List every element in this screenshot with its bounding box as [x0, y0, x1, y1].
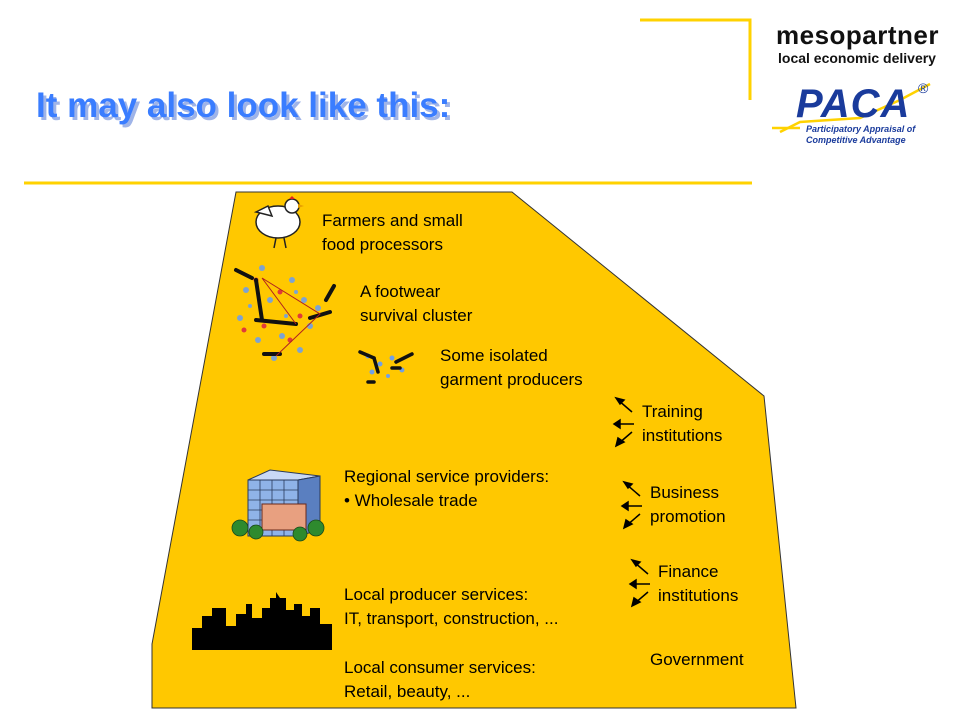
paca-registered-mark: ® [918, 80, 929, 96]
institution-government-label: Government [650, 650, 744, 669]
cluster-network-icon [234, 265, 336, 361]
actor-consumer-services-label: Local consumer services: Retail, beauty,… [344, 658, 536, 701]
logo-frame-line [640, 18, 752, 100]
brand-tagline: local economic delivery [778, 50, 936, 66]
training-arrows-icon [612, 396, 634, 448]
arrow-icons [612, 396, 650, 608]
finance-arrows-icon [628, 558, 650, 608]
actor-regional-services-label: Regional service providers: • Wholesale … [344, 467, 550, 510]
institution-business-label: Business promotion [650, 483, 726, 526]
actor-farmers-label: Farmers and small food processors [322, 211, 463, 254]
isolated-producers-icon [358, 350, 414, 384]
office-building-icon [231, 469, 325, 542]
slide-title: It may also look like this: [36, 86, 451, 125]
city-skyline-icon [192, 592, 332, 650]
paca-logo: PACA [796, 82, 911, 126]
chicken-icon [253, 196, 304, 249]
actor-garment-label: Some isolated garment producers [440, 346, 583, 389]
business-arrows-icon [620, 480, 642, 530]
institution-training-label: Training institutions [642, 402, 723, 445]
paca-subtitle: Participatory Appraisal of Competitive A… [806, 124, 916, 145]
institution-finance-label: Finance institutions [658, 562, 739, 605]
actor-footwear-label: A footwear survival cluster [360, 282, 473, 325]
brand-name: mesopartner [776, 20, 939, 50]
actor-producer-services-label: Local producer services: IT, transport, … [344, 585, 559, 628]
